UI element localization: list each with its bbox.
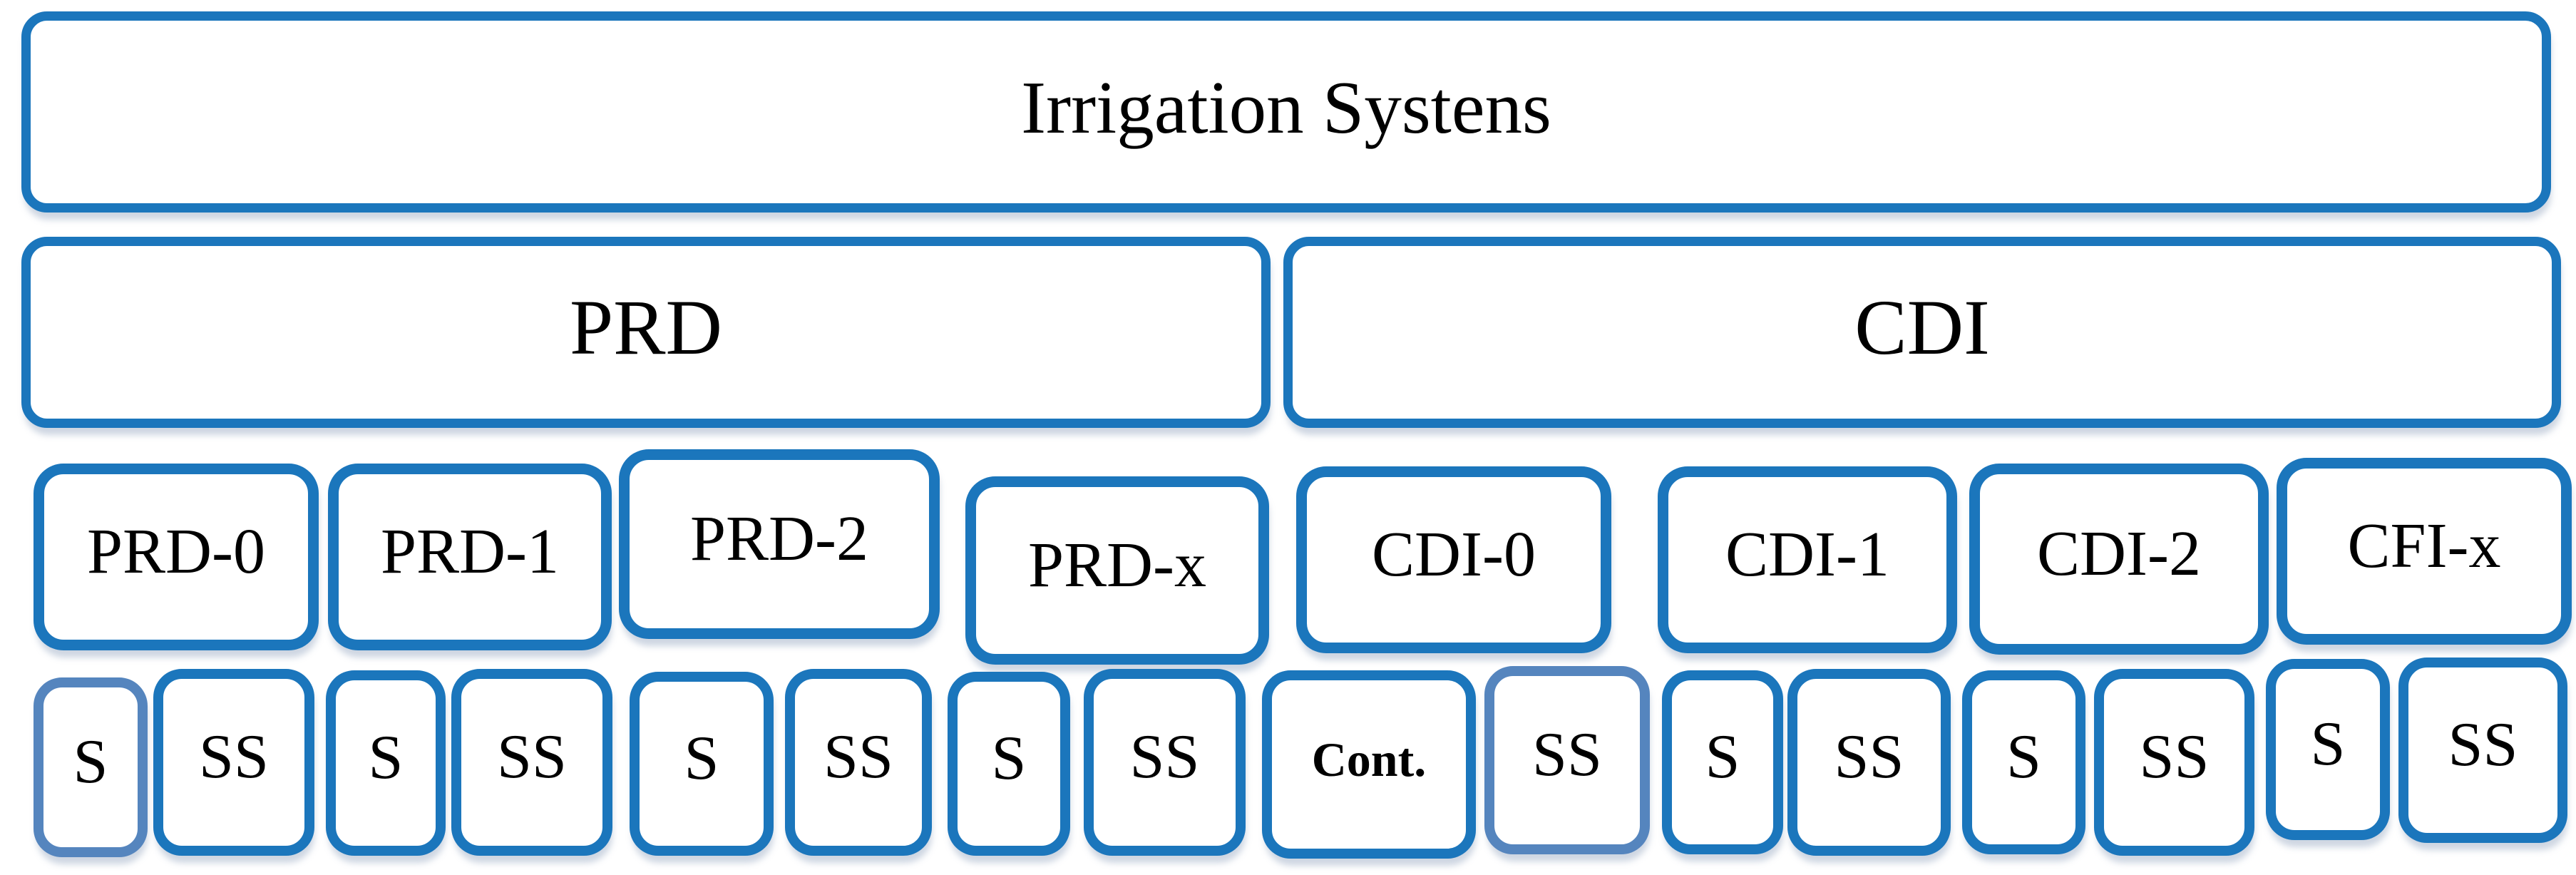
unit-box-16-label: SS	[2448, 710, 2518, 779]
subsystem-box-prd-2-label: PRD-2	[689, 503, 869, 574]
unit-box-2-label: SS	[199, 722, 269, 792]
unit-box-16-ss: SS	[2398, 657, 2567, 843]
subsystem-box-cdi-2: CDI-2	[1969, 464, 2269, 655]
unit-box-11-s: S	[1662, 670, 1783, 854]
unit-box-1-label: S	[73, 727, 108, 797]
subsystem-box-cfi-x: CFI-x	[2277, 458, 2572, 645]
unit-box-8-label: SS	[1129, 722, 1200, 792]
unit-box-4-label: SS	[497, 722, 567, 792]
subsystem-box-cdi-1: CDI-1	[1658, 466, 1957, 653]
unit-box-3-label: S	[368, 723, 404, 792]
subsystem-box-cfi-x-label: CFI-x	[2347, 511, 2501, 581]
subsystem-box-prd-x: PRD-x	[965, 476, 1269, 665]
root-box-label: Irrigation Systens	[1021, 65, 1551, 149]
unit-box-9-label: Cont.	[1311, 732, 1427, 787]
system-box-cdi: CDI	[1283, 237, 2561, 428]
unit-box-5-s: S	[630, 672, 774, 856]
subsystem-box-cdi-0-label: CDI-0	[1372, 519, 1536, 590]
unit-box-7-s: S	[948, 672, 1070, 856]
subsystem-box-cdi-1-label: CDI-1	[1725, 519, 1889, 590]
unit-box-13-label: S	[2006, 722, 2041, 792]
unit-box-9-controller: Cont.	[1262, 670, 1476, 859]
unit-box-14-label: SS	[2139, 722, 2210, 792]
unit-box-2-ss: SS	[153, 669, 314, 856]
system-box-prd: PRD	[21, 237, 1271, 428]
system-box-cdi-label: CDI	[1854, 284, 1990, 371]
unit-box-5-label: S	[684, 724, 719, 793]
unit-box-8-ss: SS	[1084, 669, 1246, 856]
unit-box-14-ss: SS	[2094, 669, 2254, 856]
unit-box-4-ss: SS	[451, 669, 612, 856]
subsystem-box-prd-1: PRD-1	[328, 464, 612, 650]
subsystem-box-prd-1-label: PRD-1	[380, 516, 560, 587]
subsystem-box-prd-2: PRD-2	[619, 449, 940, 639]
unit-box-7-label: S	[991, 724, 1027, 793]
unit-box-1-s: S	[34, 677, 148, 857]
unit-box-11-label: S	[1705, 722, 1740, 792]
unit-box-6-label: SS	[823, 722, 893, 792]
unit-box-13-s: S	[1962, 670, 2085, 854]
subsystem-box-cdi-0: CDI-0	[1296, 466, 1611, 653]
unit-box-10-label: SS	[1532, 720, 1602, 789]
unit-box-15-label: S	[2310, 710, 2346, 779]
system-box-prd-label: PRD	[570, 284, 722, 371]
unit-box-6-ss: SS	[785, 669, 932, 856]
subsystem-box-prd-0-label: PRD-0	[86, 516, 266, 587]
unit-box-10-ss: SS	[1484, 666, 1650, 854]
subsystem-box-prd-0: PRD-0	[34, 464, 319, 650]
unit-box-15-s: S	[2266, 659, 2390, 840]
unit-box-12-label: SS	[1834, 722, 1904, 792]
root-box-irrigation-systems: Irrigation Systens	[21, 11, 2551, 213]
subsystem-box-cdi-2-label: CDI-2	[2037, 518, 2201, 589]
subsystem-box-prd-x-label: PRD-x	[1027, 530, 1207, 600]
unit-box-3-s: S	[326, 670, 446, 856]
unit-box-12-ss: SS	[1787, 669, 1951, 856]
